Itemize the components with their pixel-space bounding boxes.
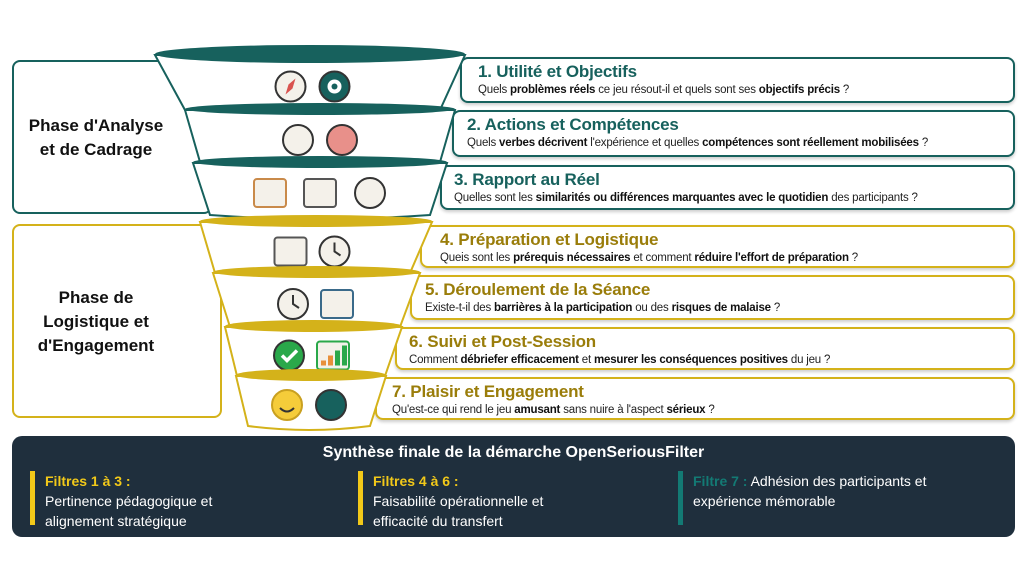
synthesis-title: Synthèse finale de la démarche OpenSerio…	[322, 444, 705, 461]
filter-question: Quels verbes décrivent l'expérience et q…	[467, 137, 928, 149]
question-text: Quelles sont les	[454, 192, 536, 204]
question-emphasis: mesurer les conséquences positives	[593, 354, 788, 366]
bridge-icon	[303, 178, 337, 208]
game-token-icon	[315, 389, 347, 421]
phase-label-line: et de Cadrage	[39, 140, 153, 159]
synthesis-text: Adhésion des participants et expérience …	[693, 473, 927, 509]
gamepad-icon	[354, 177, 386, 209]
factory-icon	[253, 178, 287, 208]
filter-title: 2. Actions et Compétences	[467, 115, 679, 134]
synthesis-panel: Synthèse finale de la démarche OpenSerio…	[12, 436, 1015, 537]
question-text: ?	[848, 252, 858, 264]
funnel-segment-4	[198, 215, 434, 278]
question-emphasis: objectifs précis	[758, 84, 840, 96]
funnel-segment-5	[211, 266, 422, 332]
tools-hand-icon	[282, 124, 314, 156]
question-text: ce jeu résout-il et quels sont ses	[595, 84, 759, 96]
filter-question: Existe-t-il des barrières à la participa…	[425, 302, 780, 314]
question-emphasis: problèmes réels	[510, 84, 596, 96]
question-emphasis: verbes décrivent	[499, 137, 588, 149]
synthesis-label: Filtres 4 à 6 :	[373, 473, 459, 489]
synthesis-col-1: Filtres 1 à 3 : Pertinence pédagogique e…	[30, 471, 330, 529]
clock-icon	[277, 288, 309, 320]
question-emphasis: compétences sont réellement mobilisées	[702, 137, 919, 149]
synthesis-line: Filtre 7 : Adhésion des participants et …	[693, 471, 978, 511]
filter-title: 3. Rapport au Réel	[454, 170, 600, 189]
phase-label-line: Logistique et	[43, 312, 149, 331]
stopwatch-icon	[318, 235, 351, 268]
question-text: Qu'est-ce qui rend le jeu	[392, 404, 515, 416]
filter-title: 4. Préparation et Logistique	[440, 230, 659, 249]
question-emphasis: prérequis nécessaires	[513, 252, 631, 264]
question-text: et	[578, 354, 594, 366]
question-text: Quels	[478, 84, 511, 96]
question-text: Queis sont les	[440, 252, 514, 264]
funnel-segment-3	[191, 156, 449, 220]
synthesis-text: Faisabilité opérationnelle et efficacité…	[373, 493, 544, 529]
filter-title: 1. Utilité et Objectifs	[478, 62, 637, 81]
phase-label-line: Phase d'Analyse	[28, 116, 164, 135]
question-text: des participants ?	[828, 192, 918, 204]
brain-icon	[326, 124, 358, 156]
phase-analysis-label: Phase d'Analyse et de Cadrage	[16, 114, 176, 162]
filter-question: Quels problèmes réels ce jeu résout-il e…	[478, 84, 849, 96]
funnel-segment-6	[223, 320, 404, 381]
filter-question: Qu'est-ce qui rend le jeu amusant sans n…	[392, 404, 715, 416]
filter-title: 6. Suivi et Post-Session	[409, 332, 596, 351]
synthesis-col-2: Filtres 4 à 6 : Faisabilité opérationnel…	[358, 471, 658, 529]
synthesis-label: Filtres 1 à 3 :	[45, 473, 131, 489]
synthesis-col-3: Filtre 7 : Adhésion des participants et …	[678, 471, 978, 525]
question-text: ?	[770, 302, 781, 314]
question-emphasis: similarités ou différences marquantes av…	[535, 192, 829, 204]
smiley-icon	[271, 389, 303, 421]
question-text: Existe-t-il des	[425, 302, 495, 314]
phase-logistics-label: Phase de Logistique et d'Engagement	[16, 286, 176, 358]
filter-question: Comment débriefer efficacement et mesure…	[409, 354, 830, 366]
question-text: ou des	[632, 302, 672, 314]
filter-title: 5. Déroulement de la Séance	[425, 280, 651, 299]
filter-question: Queis sont les prérequis nécessaires et …	[440, 252, 858, 264]
question-text: ?	[918, 137, 929, 149]
phase-label-line: Phase de	[58, 288, 134, 307]
question-text: et comment	[630, 252, 695, 264]
question-emphasis: risques de malaise	[671, 302, 772, 314]
funnel-segment-7	[234, 369, 388, 431]
question-text: ?	[839, 84, 850, 96]
synthesis-label: Filtre 7 :	[693, 473, 748, 489]
funnel	[153, 45, 467, 431]
question-emphasis: amusant	[514, 404, 561, 416]
growth-chart-icon	[316, 340, 350, 371]
question-text: sans nuire à l'aspect	[560, 404, 667, 416]
phase-logistics-frame	[12, 224, 222, 418]
question-text: ?	[705, 404, 715, 416]
question-emphasis: réduire l'effort de préparation	[694, 252, 849, 264]
phase-label-line: d'Engagement	[37, 336, 155, 355]
filter-title: 7. Plaisir et Engagement	[392, 382, 584, 401]
filter-question: Quelles sont les similarités ou différen…	[454, 192, 918, 204]
question-text: Comment	[409, 354, 461, 366]
checkmark-icon	[273, 339, 305, 372]
compass-icon	[274, 70, 307, 103]
target-icon	[318, 70, 351, 103]
question-emphasis: barrières à la participation	[494, 302, 633, 314]
synthesis-text: Pertinence pédagogique et alignement str…	[45, 493, 213, 529]
question-text: du jeu ?	[787, 354, 831, 366]
question-emphasis: débriefer efficacement	[460, 354, 579, 366]
meeting-group-icon	[320, 289, 354, 319]
question-text: l'expérience et quelles	[587, 137, 703, 149]
question-text: Quels	[467, 137, 500, 149]
checklist-icon	[273, 236, 308, 267]
question-emphasis: sérieux	[666, 404, 706, 416]
